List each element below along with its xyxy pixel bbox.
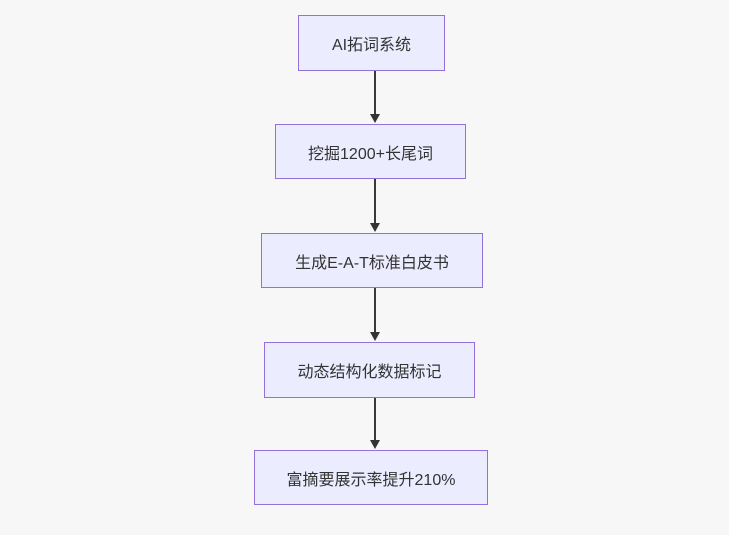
arrowhead-down-icon <box>370 440 380 449</box>
arrowhead-down-icon <box>370 223 380 232</box>
flow-arrow-4 <box>370 398 380 449</box>
arrow-line <box>374 288 376 333</box>
node-label: AI拓词系统 <box>331 37 412 54</box>
flowchart-node-longtail-mining: 挖掘1200+长尾词 <box>275 124 466 179</box>
flow-arrow-3 <box>370 288 380 341</box>
node-label: 挖掘1200+长尾词 <box>308 145 433 163</box>
node-label: 生成E-A-T标准白皮书 <box>295 254 449 272</box>
arrow-line <box>374 179 376 224</box>
arrow-line <box>374 398 376 441</box>
flowchart-node-eat-whitepaper: 生成E-A-T标准白皮书 <box>261 233 483 288</box>
arrowhead-down-icon <box>370 114 380 123</box>
flow-arrow-1 <box>370 71 380 123</box>
arrowhead-down-icon <box>370 332 380 341</box>
arrow-line <box>374 71 376 115</box>
flowchart-node-ai-word-expansion: AI拓词系统 <box>298 15 445 71</box>
node-label: 动态结构化数据标记 <box>297 364 442 381</box>
flow-arrow-2 <box>370 179 380 232</box>
flowchart-node-rich-snippet-result: 富摘要展示率提升210% <box>254 450 488 505</box>
flowchart-node-structured-data-markup: 动态结构化数据标记 <box>264 342 475 398</box>
node-label: 富摘要展示率提升210% <box>286 471 456 489</box>
